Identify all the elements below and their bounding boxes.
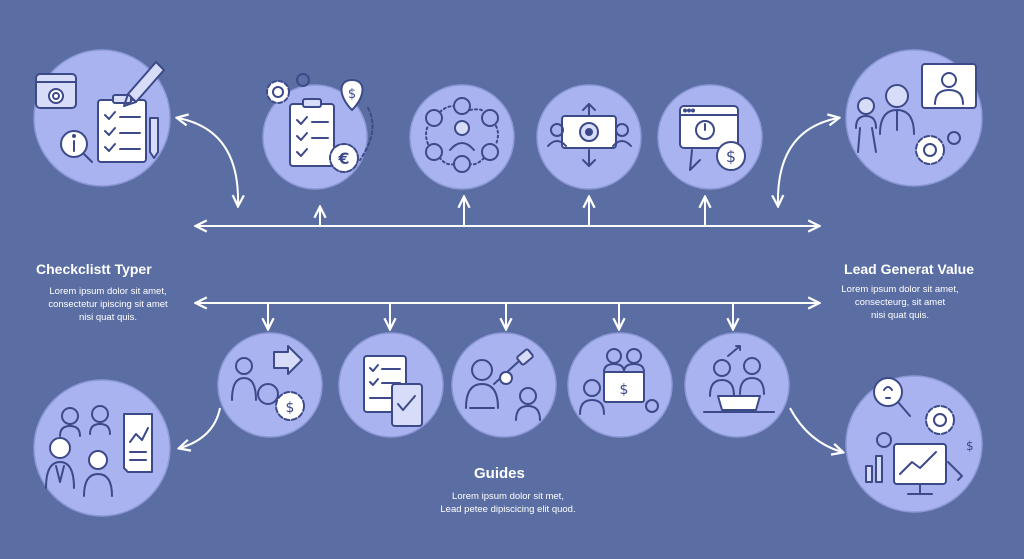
- dollar-pin-icon: $: [340, 79, 374, 161]
- right-description-line: Lorem ipsum dolor sit amet,: [841, 284, 959, 295]
- browser-icon: [679, 105, 739, 171]
- curve-top-right: [778, 118, 838, 205]
- people-target-icon: [547, 103, 632, 167]
- people-icon: [45, 405, 113, 497]
- svg-text:$: $: [620, 382, 629, 398]
- curve-bottom-right: [789, 407, 842, 452]
- svg-text:€: €: [337, 149, 349, 168]
- left-title: Checkclistt Typer: [36, 261, 152, 277]
- info-icon: [60, 130, 93, 163]
- gear-icon: [35, 73, 77, 109]
- document-icon: [391, 383, 423, 427]
- left-description-line: nisi quat quis.: [78, 312, 138, 323]
- svg-text:$: $: [726, 147, 736, 166]
- connectors: [178, 118, 842, 452]
- right-description-line: nisi quat quis.: [870, 310, 930, 321]
- people-network-icon: [425, 97, 499, 173]
- report-icon: [123, 413, 153, 473]
- person-icon: [855, 84, 915, 153]
- monitor-user-icon: [921, 63, 977, 109]
- center-description: Lorem ipsum dolor sit met, Lead petee di…: [400, 490, 616, 516]
- node-circle-bottom-4: [451, 332, 557, 438]
- gear-icon: [915, 131, 961, 165]
- gear-icon: $: [925, 405, 974, 453]
- dollar-gear-icon: $: [257, 383, 305, 421]
- left-description: Lorem ipsum dolor sit amet, consectetur …: [20, 285, 196, 324]
- dollar-icon: $: [620, 382, 629, 398]
- center-description-line: Lorem ipsum dolor sit met,: [452, 491, 564, 502]
- pencil-icon: [123, 61, 165, 159]
- euro-icon: €: [329, 143, 359, 173]
- person-icon: [231, 357, 257, 401]
- svg-text:$: $: [966, 439, 974, 453]
- curve-bottom-left: [180, 407, 221, 448]
- svg-text:$: $: [286, 400, 295, 416]
- person-icon: [465, 359, 541, 421]
- gear-icon: [266, 73, 310, 104]
- idea-search-icon: [873, 377, 911, 417]
- laptop-icon: [703, 395, 775, 413]
- curve-top-left: [178, 118, 238, 205]
- arrow-icon: [273, 345, 303, 375]
- center-description-line: Lead petee dipiscicing elit quod.: [440, 504, 576, 515]
- person-icon: [709, 345, 765, 397]
- right-description-line: consecteurg, sit amet: [854, 297, 946, 308]
- left-description-line: consectetur ipiscing sit amet: [48, 299, 168, 310]
- center-title: Guides: [474, 465, 525, 482]
- key-icon: [493, 348, 534, 385]
- right-description: Lorem ipsum dolor sit amet, consecteurg,…: [814, 283, 986, 322]
- checklist-icon: [289, 98, 335, 167]
- chart-monitor-icon: [865, 432, 963, 495]
- right-title: Lead Generat Value: [844, 261, 974, 277]
- dollar-icon: $: [716, 141, 746, 171]
- left-description-line: Lorem ipsum dolor sit amet,: [49, 286, 167, 297]
- checklist-icon: [97, 94, 147, 163]
- svg-text:$: $: [348, 87, 356, 102]
- people-icon: [579, 348, 659, 415]
